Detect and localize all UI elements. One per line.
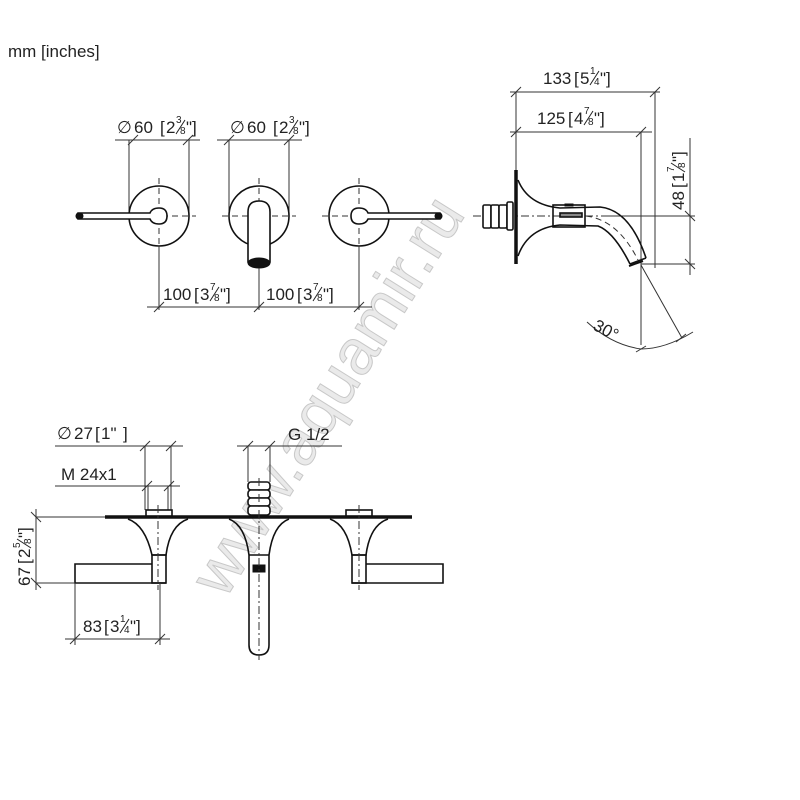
- svg-text:"]: "]: [130, 617, 141, 636]
- dim-diameter-center: ∅ 60 [ 2 3 8 "]: [217, 115, 310, 215]
- handle-length-inch: 3: [110, 617, 119, 636]
- drop-inch: 1: [669, 173, 688, 182]
- drop-mm: 48: [669, 191, 688, 210]
- spacing-right-mm: 100: [266, 285, 294, 304]
- side-view: 133 [ 5 1 4 "] 125 [ 4 7 8 "] 48: [473, 66, 696, 353]
- svg-text:"]: "]: [220, 285, 231, 304]
- svg-text:"]: "]: [15, 527, 34, 538]
- svg-text:"]: "]: [594, 109, 605, 128]
- frac-num: 3: [289, 115, 295, 126]
- svg-text:"]: "]: [299, 118, 310, 137]
- frac-den: 8: [317, 293, 323, 304]
- diameter-inch-whole: 2: [166, 118, 175, 137]
- svg-text:"]: "]: [186, 118, 197, 137]
- svg-text:[: [: [160, 118, 165, 137]
- watermark: www.aquamir.ru: [175, 183, 478, 608]
- dim-spacing: 100 [ 3 7 8 "] 100 [ 3 7 8 "]: [147, 282, 372, 313]
- frac-den: 4: [594, 77, 600, 88]
- svg-text:[: [: [669, 183, 688, 188]
- frac-num: 3: [176, 115, 182, 126]
- frac-den: 8: [214, 293, 220, 304]
- svg-text:[: [: [104, 617, 109, 636]
- connection-label: G 1/2: [288, 425, 330, 444]
- projection-mm: 67: [15, 567, 34, 586]
- left-handle: [75, 178, 196, 310]
- diameter-symbol: ∅: [230, 118, 245, 137]
- svg-text:[: [: [297, 285, 302, 304]
- dim-handle-length: 83 [ 3 1 4 "]: [83, 614, 141, 636]
- length-mm: 133: [543, 69, 571, 88]
- dim-spout-length: 125 [ 4 7 8 "]: [537, 106, 605, 128]
- spacing-left-inch: 3: [200, 285, 209, 304]
- svg-text:"]: "]: [600, 69, 611, 88]
- frac-num: 1: [120, 614, 126, 625]
- length-inch: 5: [580, 69, 589, 88]
- frac-den: 8: [677, 162, 688, 168]
- threaded-connector: [482, 201, 514, 231]
- projection-inch: 2: [15, 549, 34, 558]
- diameter-mm: 60: [247, 118, 266, 137]
- frac-num: 7: [210, 282, 216, 293]
- dim-overall-length: 133 [ 5 1 4 "]: [543, 66, 611, 88]
- diameter-inch-whole: 2: [279, 118, 288, 137]
- spout-length-inch: 4: [574, 109, 583, 128]
- svg-text:[: [: [15, 559, 34, 564]
- svg-text:[: [: [95, 424, 100, 443]
- front-view: ∅ 60 [ 2 3 8 "] ∅ 60 [ 2 3 8 "]: [75, 115, 443, 313]
- frac-num: 7: [313, 282, 319, 293]
- center-spout-top: [228, 478, 290, 660]
- spacing-left-mm: 100: [163, 285, 191, 304]
- frac-num: 1: [590, 66, 596, 77]
- left-handle-top: [74, 505, 189, 590]
- frac-den: 8: [180, 126, 186, 137]
- dim-spout-drop: 48 [ 1 7 8 "]: [666, 151, 688, 210]
- frac-den: 8: [293, 126, 299, 137]
- frac-den: 8: [588, 117, 594, 128]
- frac-num: 7: [666, 166, 677, 172]
- frac-num: 7: [584, 106, 590, 117]
- spout-length-mm: 125: [537, 109, 565, 128]
- right-handle-top: [329, 505, 444, 590]
- frac-den: 4: [124, 625, 130, 636]
- thread-label: M 24x1: [61, 465, 117, 484]
- angle-label: 30°: [590, 316, 622, 345]
- handle-length-mm: 83: [83, 617, 102, 636]
- units-label: mm [inches]: [8, 42, 100, 61]
- dim-rosette-diameter: ∅ 27 [ 1" ]: [57, 424, 128, 443]
- dim-projection: 67 [ 2 5 8 "]: [12, 527, 34, 586]
- diameter-mm: 27: [74, 424, 93, 443]
- top-view: ∅ 27 [ 1" ] M 24x1 G 1/2: [12, 424, 444, 660]
- dim-diameter-left: ∅ 60 [ 2 3 8 "]: [115, 115, 200, 215]
- svg-text:[: [: [568, 109, 573, 128]
- svg-text:]: ]: [123, 424, 128, 443]
- svg-text:[: [: [194, 285, 199, 304]
- diameter-inch: 1": [101, 424, 117, 443]
- svg-text:"]: "]: [669, 151, 688, 162]
- frac-den: 8: [23, 538, 34, 544]
- frac-num: 5: [12, 542, 23, 548]
- diameter-symbol: ∅: [117, 118, 132, 137]
- spacing-right-inch: 3: [303, 285, 312, 304]
- diameter-mm: 60: [134, 118, 153, 137]
- svg-text:[: [: [574, 69, 579, 88]
- diameter-symbol: ∅: [57, 424, 72, 443]
- svg-text:"]: "]: [323, 285, 334, 304]
- center-spout: [222, 178, 296, 310]
- svg-text:[: [: [273, 118, 278, 137]
- right-handle: [322, 178, 443, 310]
